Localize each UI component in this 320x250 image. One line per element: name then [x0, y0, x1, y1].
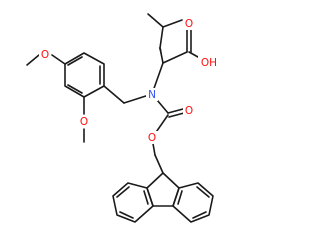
atom-labels: OH O N O O O O — [39, 17, 220, 144]
stereo-wedge-bond — [158, 47, 163, 63]
atom-label-carbamate-carbonyl-o: O — [185, 105, 193, 117]
atom-label-oh: OH — [201, 57, 217, 69]
atom-label-nitrogen: N — [148, 89, 156, 101]
fluorene-group — [112, 172, 214, 223]
atom-label-methoxy-o-ortho: O — [80, 116, 88, 128]
isobutyl-side-chain — [147, 13, 183, 64]
fluorene-right-ring — [172, 182, 214, 223]
dimethoxybenzyl-group — [26, 52, 153, 143]
fluorene-left-ring — [112, 182, 154, 223]
atom-label-ester-o: O — [148, 132, 156, 144]
atom-label-methoxy-o-para: O — [41, 49, 49, 61]
structure-diagram: OH O N O O O O — [26, 13, 220, 223]
atom-label-acid-carbonyl-o: O — [185, 18, 193, 30]
benzene-ring — [64, 52, 105, 98]
